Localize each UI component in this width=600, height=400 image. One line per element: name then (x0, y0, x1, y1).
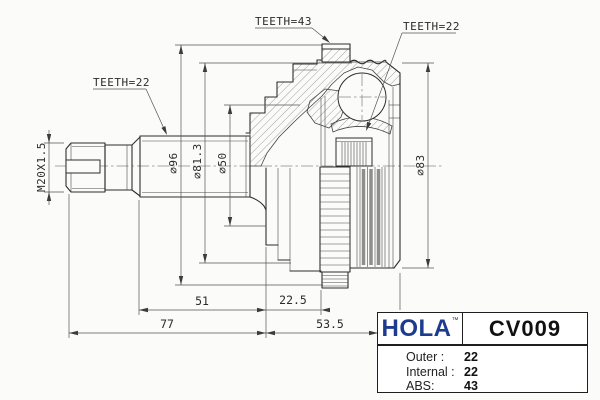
cv-joint-body (245, 48, 401, 289)
spec-value: 22 (464, 350, 478, 364)
dim-label-dia50: ∅50 (216, 152, 229, 173)
abs-ring-section (321, 43, 387, 65)
dim-label-22-5: 22.5 (279, 293, 307, 307)
trademark-symbol: ™ (451, 317, 459, 324)
dim-label-thread: M20X1.5 (35, 142, 48, 192)
dimension-annotations: M20X1.5 ∅96 ∅81.3 ∅50 ∅83 (35, 15, 460, 338)
callout-teeth-left: TEETH=22 (93, 76, 150, 89)
spec-value: 22 (464, 364, 478, 379)
spec-label: Internal : (406, 364, 455, 379)
spec-list: Outer : 22 Internal : 22 ABS: 43 (378, 346, 587, 394)
inner-race-section (306, 88, 347, 129)
serrated-surface (349, 59, 387, 65)
spec-value: 43 (464, 379, 478, 393)
shaft-assembly (65, 135, 251, 198)
dim-label-77: 77 (160, 317, 174, 331)
callout-teeth-right: TEETH=22 (403, 20, 460, 33)
spec-row-abs: ABS: 43 (406, 379, 587, 394)
dim-label-dia96: ∅96 (167, 152, 180, 173)
spec-label: ABS: (406, 379, 435, 393)
dim-label-53-5: 53.5 (316, 317, 344, 331)
brand-logo: HOLA (381, 314, 452, 342)
keyway-slot (65, 159, 101, 174)
boot-groove-band (349, 167, 386, 267)
dim-label-dia81-3: ∅81.3 (191, 143, 204, 179)
dim-label-dia83: ∅83 (414, 154, 427, 175)
shaft-cylinder (104, 144, 133, 191)
spec-label: Outer : (406, 350, 445, 364)
part-number: CV009 (488, 315, 562, 341)
splined-shaft (139, 135, 251, 198)
bell-fillet (249, 196, 267, 211)
spec-row-internal: Internal : 22 (406, 365, 587, 380)
spec-row-outer: Outer : 22 (406, 350, 587, 365)
callout-teeth-abs: TEETH=43 (255, 15, 312, 28)
dim-label-51: 51 (195, 294, 209, 308)
abs-ring-bottom-view (319, 166, 351, 289)
